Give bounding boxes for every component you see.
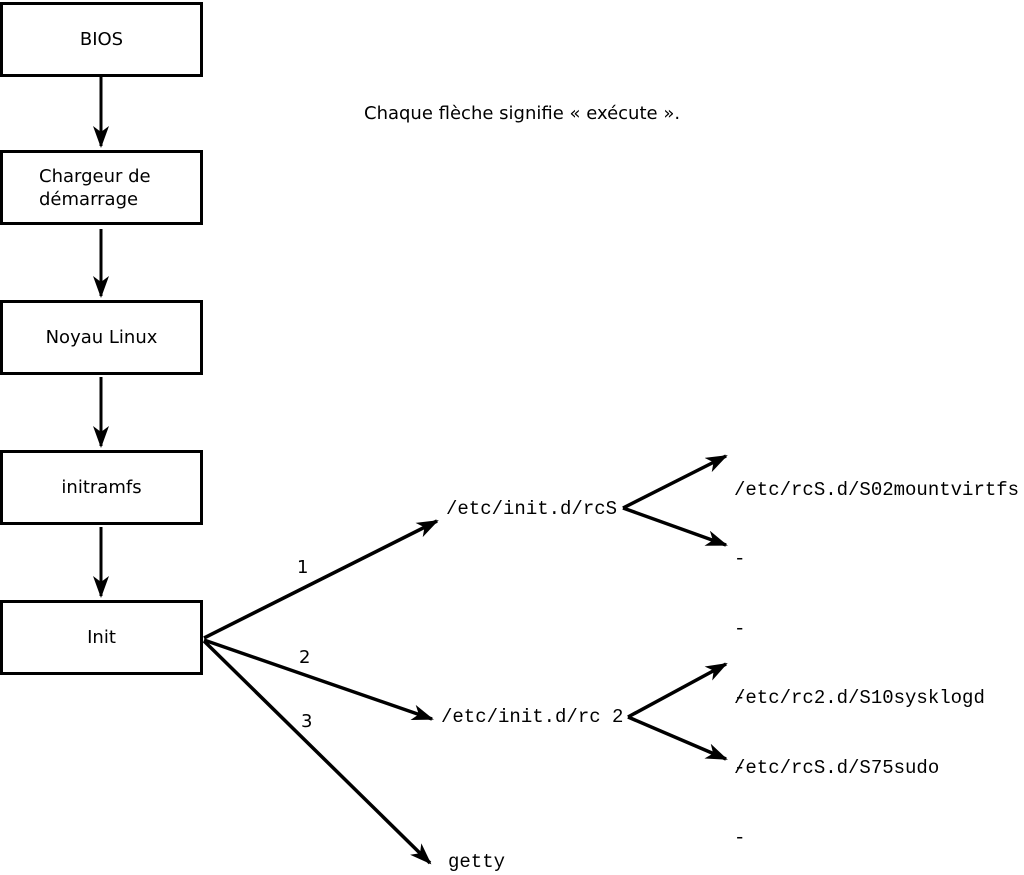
target-getty: getty — [448, 851, 506, 873]
legend-note: Chaque flèche signifie « exécute ». — [364, 103, 681, 124]
arrow-rc2-to-s99gdm — [627, 715, 728, 761]
box-initramfs: initramfs — [0, 450, 203, 525]
box-initramfs-label: initramfs — [61, 477, 142, 498]
arrow-init-to-rc2 — [203, 638, 434, 721]
script-line-dash: - — [734, 827, 746, 849]
script-line-s02mountvirtfs: /etc/rcS.d/S02mountvirtfs — [734, 479, 1020, 501]
branch-number-1: 1 — [297, 557, 309, 578]
arrow-rc2-to-s10sysklogd — [627, 662, 728, 719]
arrow-init-to-getty — [202, 639, 432, 865]
script-line-dash: - — [734, 757, 746, 779]
script-line-dash: - — [734, 617, 746, 640]
box-bios: BIOS — [0, 2, 203, 77]
branch-number-2: 2 — [299, 647, 311, 668]
target-rcs: /etc/init.d/rcS — [446, 498, 618, 520]
box-kernel-label: Noyau Linux — [45, 327, 158, 348]
script-line-s10sysklogd: /etc/rc2.d/S10sysklogd — [734, 687, 985, 709]
branch-number-3: 3 — [301, 711, 313, 732]
arrow-rcs-to-s75sudo — [622, 506, 728, 547]
box-bootloader-label: Chargeur de démarrage — [39, 165, 151, 210]
box-init-label: Init — [87, 627, 116, 648]
box-init: Init — [0, 600, 203, 675]
script-line-dash: - — [734, 687, 746, 710]
box-bootloader: Chargeur de démarrage — [0, 150, 203, 225]
box-kernel: Noyau Linux — [0, 300, 203, 375]
target-rc2: /etc/init.d/rc 2 — [441, 706, 624, 728]
script-group-rc2: /etc/rc2.d/S10sysklogd - - - /etc/rc2.d/… — [734, 641, 985, 875]
arrow-init-to-rcs — [203, 519, 439, 640]
script-line-s75sudo: /etc/rcS.d/S75sudo — [734, 756, 940, 779]
script-line-dash: - — [734, 548, 746, 571]
script-group-rcs: /etc/rcS.d/S02mountvirtfs - - - /etc/rcS… — [734, 434, 1019, 825]
box-bios-label: BIOS — [79, 29, 124, 50]
arrow-rcs-to-s02mountvirtfs — [622, 454, 728, 510]
